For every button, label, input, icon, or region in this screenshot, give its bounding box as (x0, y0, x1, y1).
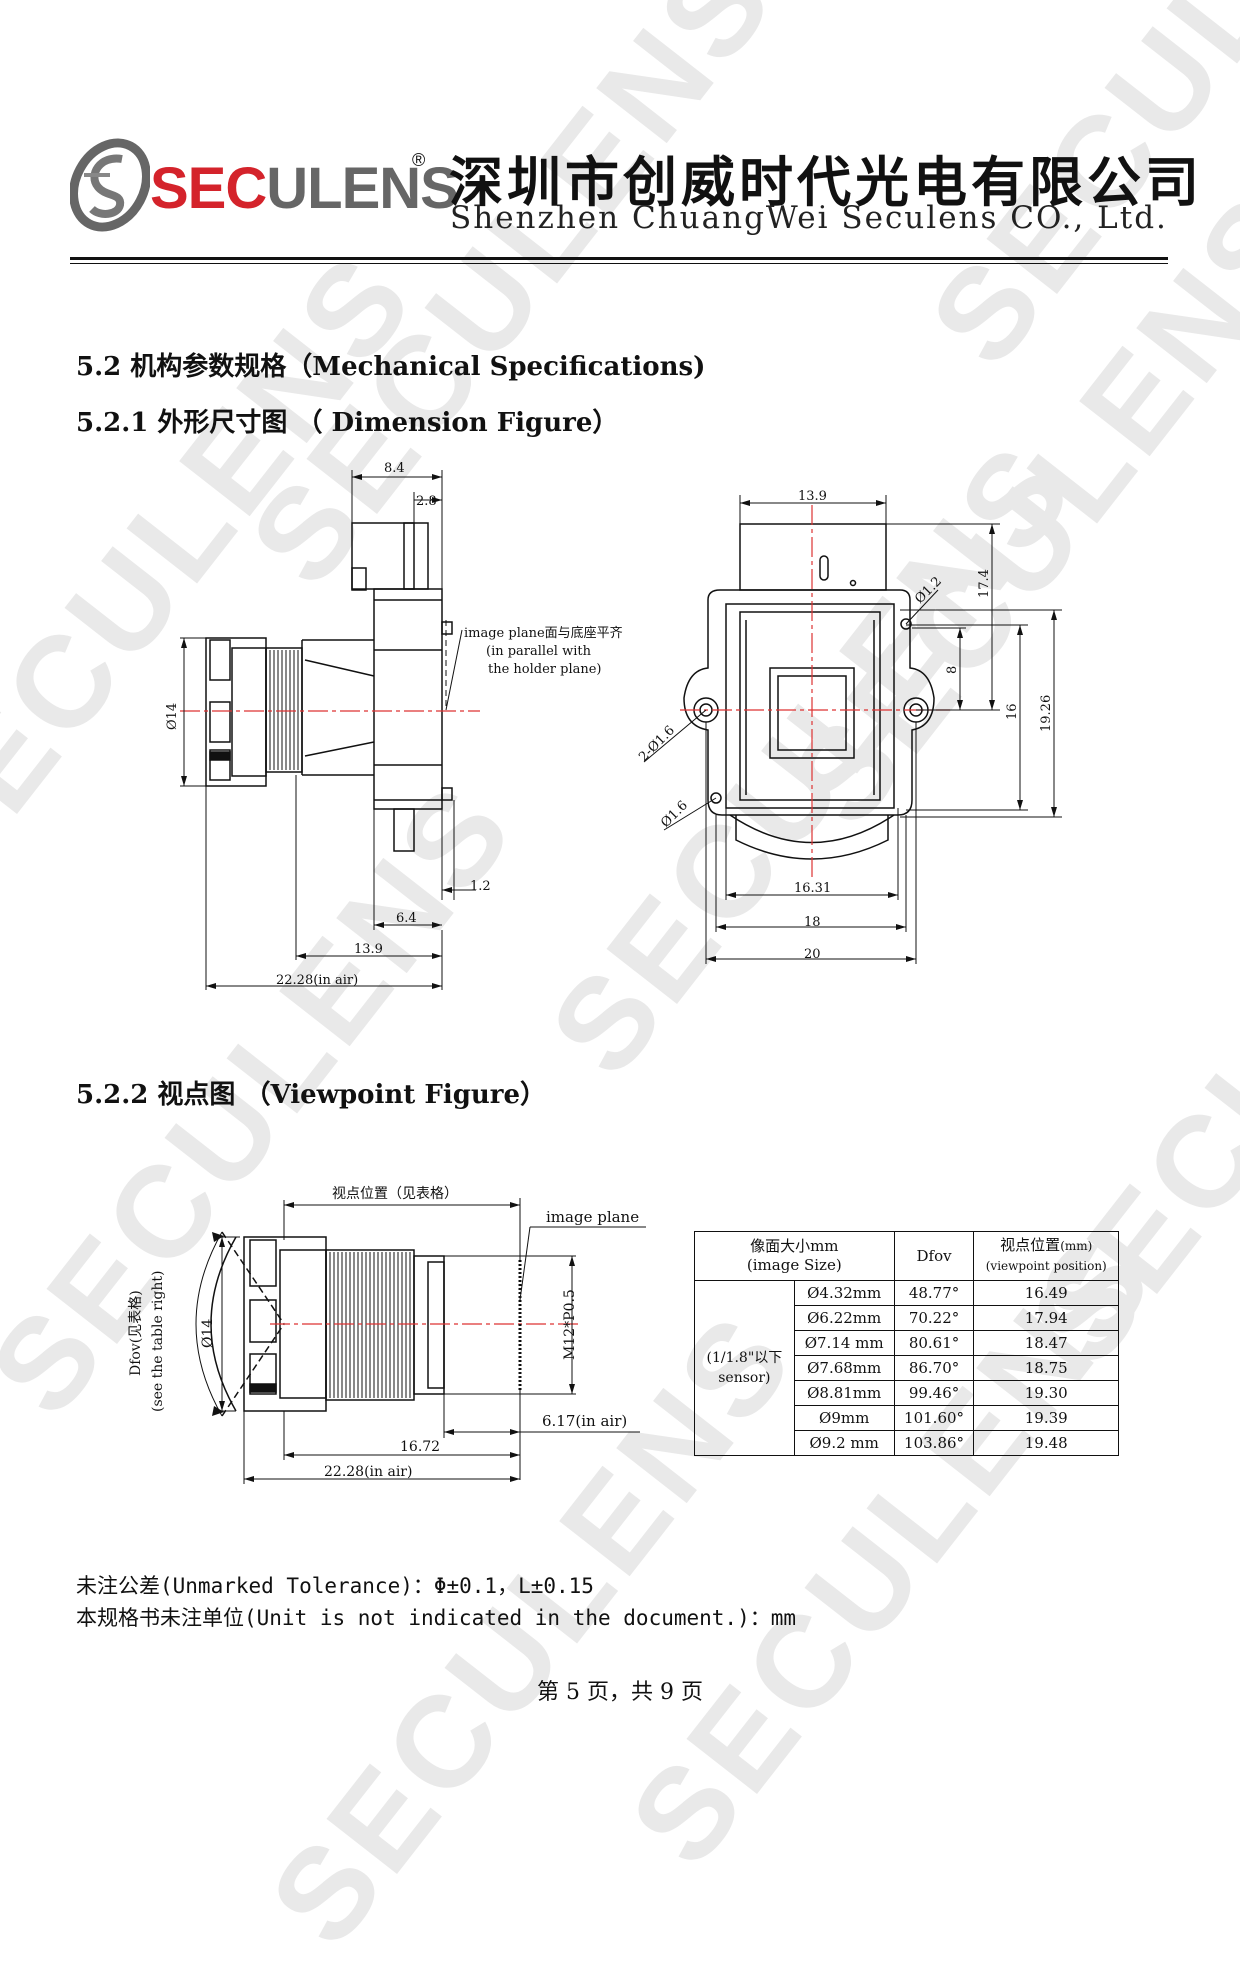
cell-dfov: 101.60° (893, 1405, 975, 1431)
table-row: Ø9.2 mm 103.86° 19.48 (695, 1430, 1119, 1456)
dim-label: 2.8 (416, 494, 437, 509)
viewpoint-drawing: 视点位置（见表格） image plane Dfov(见表格) (see the… (128, 1186, 646, 1484)
table-row: Ø9mm 101.60° 19.39 (695, 1405, 1119, 1431)
brand-gray-text: ULENS (266, 156, 459, 221)
section-heading-5-2-2: 5.2.2 视点图 （Viewpoint Figure） (76, 1080, 547, 1110)
cell-size: Ø7.68mm (793, 1355, 895, 1381)
dim-label: 8 (945, 666, 960, 674)
fov-arc (210, 1236, 237, 1412)
cell-dfov: 80.61° (893, 1330, 975, 1356)
cell-size: Ø8.81mm (793, 1380, 895, 1406)
dfov-label-en: (see the table right) (150, 1271, 166, 1412)
cell-size: Ø7.14 mm (793, 1330, 895, 1356)
cell-size: Ø9.2 mm (793, 1430, 895, 1456)
group-line1: (1/1.8"以下 (706, 1350, 783, 1366)
dim-label: 6.17(in air) (542, 1412, 627, 1430)
cell-vp: 18.47 (973, 1330, 1119, 1356)
unit-note: 本规格书未注单位(Unit is not indicated in the do… (76, 1606, 797, 1630)
header-vp-cn: 视点位置 (1000, 1236, 1061, 1254)
registered-mark: ® (412, 150, 426, 170)
dim-label: 6.4 (396, 911, 417, 926)
holder-outline (683, 589, 935, 816)
header-rule-thick (70, 257, 1168, 260)
viewpoint-table: 像面大小mm(image Size) Dfov 视点位置(mm) (viewpoi… (694, 1231, 1119, 1456)
dim-label: 8.4 (384, 461, 405, 476)
holder-top-block (351, 522, 415, 590)
page-number: 第 5 页，共 9 页 (537, 1680, 703, 1705)
header-vp-en: (viewpoint position) (985, 1259, 1107, 1273)
dim-label: 13.9 (354, 942, 383, 957)
cell-vp: 19.30 (973, 1380, 1119, 1406)
cell-dfov: 99.46° (893, 1380, 975, 1406)
dim-label: 16 (1005, 703, 1020, 720)
company-name-cn: 深圳市创威时代光电有限公司 (449, 151, 1203, 214)
page-content: SECULENS ® 深圳市创威时代光电有限公司 Shenzhen Chuang… (70, 138, 1203, 1705)
table-header-row: 像面大小mm(image Size) Dfov 视点位置(mm) (viewpoi… (694, 1231, 1119, 1281)
note-label: (in parallel with (486, 644, 592, 659)
cell-vp: 19.39 (973, 1405, 1119, 1431)
section-heading-5-2: 5.2 机构参数规格（Mechanical Specifications) (76, 352, 706, 382)
tolerance-note: 未注公差(Unmarked Tolerance)：Φ±0.1，L±0.15 (76, 1574, 594, 1598)
cell-size: Ø9mm (793, 1405, 895, 1431)
header-image-size: 像面大小mm(image Size) (694, 1231, 895, 1281)
image-plane-label: image plane (546, 1208, 639, 1226)
cell-vp: 19.48 (973, 1430, 1119, 1456)
header-rule-thin (70, 263, 1168, 264)
brand-wordmark: SECULENS (150, 155, 459, 222)
group-line2: sensor) (718, 1370, 771, 1386)
header-size-cn: 像面大小mm (750, 1237, 839, 1255)
cell-size: Ø4.32mm (793, 1280, 895, 1306)
dim-label: Ø14 (165, 703, 180, 730)
dim-label: 16.31 (794, 881, 831, 896)
side-dimension-drawing: 8.4 2.8 Ø14 1.2 6.4 13.9 22.28(in air) i… (165, 461, 623, 990)
brand-red-text: SEC (150, 156, 267, 221)
section-heading-5-2-1: 5.2.1 外形尺寸图 （ Dimension Figure） (76, 408, 619, 438)
header-size-en: (image Size) (746, 1256, 842, 1274)
cell-vp: 16.49 (973, 1280, 1119, 1306)
header-viewpoint: 视点位置(mm) (viewpoint position) (973, 1231, 1119, 1281)
cell-dfov: 103.86° (893, 1430, 975, 1456)
threaded-barrel (265, 647, 303, 773)
dim-label: 16.72 (400, 1439, 440, 1455)
table-row: Ø7.68mm 86.70° 18.75 (695, 1355, 1119, 1381)
dim-label: 22.28(in air) (276, 973, 358, 988)
dim-label: 19.26 (1039, 695, 1054, 732)
table-row: Ø6.22mm 70.22° 17.94 (695, 1305, 1119, 1331)
dim-label: 18 (804, 915, 821, 930)
cell-dfov: 48.77° (893, 1280, 975, 1306)
company-name-en: Shenzhen ChuangWei Seculens CO., Ltd. (450, 200, 1168, 236)
dim-label: 2-Ø1.6 (636, 723, 678, 765)
cell-vp: 17.94 (973, 1305, 1119, 1331)
table-row: (1/1.8"以下 sensor) Ø4.32mm 48.77° 16.49 (694, 1280, 1119, 1456)
holder-body (373, 588, 443, 810)
front-dimension-drawing: 13.9 17.4 8 16 19.26 Ø1.2 2-Ø1.6 Ø1.6 16… (636, 489, 1062, 964)
header-vp-unit: (mm) (1060, 1239, 1093, 1253)
dfov-label-cn: Dfov(见表格) (128, 1290, 144, 1376)
dim-label: 20 (804, 947, 821, 962)
header-dfov: Dfov (893, 1231, 975, 1281)
dim-label: 13.9 (798, 489, 827, 504)
cell-size: Ø6.22mm (793, 1305, 895, 1331)
dim-label: 17.4 (977, 569, 992, 598)
cell-dfov: 86.70° (893, 1355, 975, 1381)
dim-label: 22.28(in air) (324, 1464, 412, 1480)
dim-label: Ø14 (200, 1319, 216, 1348)
viewpoint-label: 视点位置（见表格） (332, 1186, 458, 1202)
dim-label: Ø1.6 (658, 798, 691, 831)
seculens-logo-icon (70, 138, 150, 232)
note-label: the holder plane) (488, 662, 602, 677)
table-row: Ø7.14 mm 80.61° 18.47 (695, 1330, 1119, 1356)
dim-label: 1.2 (470, 879, 491, 894)
connector-block (739, 523, 887, 591)
sensor-group-cell: (1/1.8"以下 sensor) (694, 1280, 795, 1456)
note-label: image plane面与底座平齐 (464, 625, 623, 641)
thread-label: M12*P0.5 (562, 1289, 578, 1360)
cell-dfov: 70.22° (893, 1305, 975, 1331)
dim-label: Ø1.2 (912, 574, 945, 607)
lens-front (205, 637, 267, 787)
cell-vp: 18.75 (973, 1355, 1119, 1381)
table-row: Ø8.81mm 99.46° 19.30 (695, 1380, 1119, 1406)
